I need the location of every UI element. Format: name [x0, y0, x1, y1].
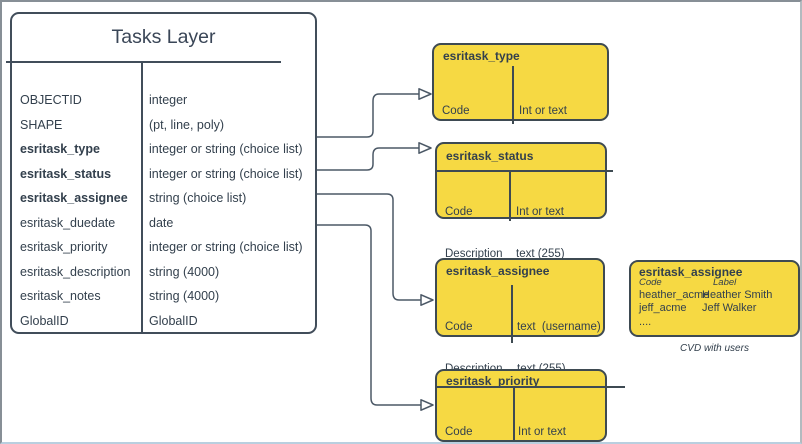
field-row: esritask_duedate date	[20, 211, 316, 236]
tasks-layer-title: Tasks Layer	[111, 26, 216, 48]
field-type: integer or string (choice list)	[149, 166, 303, 181]
field-row: esritask_priority integer or string (cho…	[20, 235, 316, 260]
choice-box-title: esritask_assignee	[446, 264, 550, 278]
cvd-colheader-label: Label	[713, 277, 737, 288]
choice-box-title: esritask_status	[446, 149, 534, 163]
choice-box-right-col: Int or text text (255)	[516, 177, 565, 289]
cvd-box-esritask-assignee: esritask_assignee Code Label heather_acm…	[629, 260, 800, 337]
field-row: esritask_description string (4000)	[20, 260, 316, 285]
cvd-label-value: Heather Smith	[702, 289, 773, 301]
column-divider-line	[141, 63, 143, 333]
choice-box-esritask-type: esritask_type Code Description Int or te…	[432, 43, 609, 159]
connector-assignee	[317, 193, 421, 301]
field-type: integer or string (choice list)	[149, 142, 303, 156]
field-type: integer or string (choice list)	[149, 240, 303, 254]
cvd-code-value: heather_acme	[639, 289, 710, 301]
field-type: string (4000)	[149, 289, 220, 303]
field-type: string (choice list)	[149, 191, 247, 205]
field-list: OBJECTID integer SHAPE (pt, line, poly) …	[20, 88, 316, 333]
choice-box-title: esritask_priority	[446, 374, 540, 388]
choice-right-line: text (username)	[517, 321, 601, 333]
connector-type	[317, 93, 419, 138]
field-name: OBJECTID	[20, 93, 82, 107]
choice-right-line: Int or text	[519, 105, 567, 117]
choice-box-title: esritask_type	[443, 49, 520, 63]
field-type: string (4000)	[149, 264, 220, 279]
arrowhead-priority	[420, 399, 434, 411]
connector-priority	[317, 224, 421, 406]
field-type: date	[149, 215, 174, 230]
choice-box-esritask-status: esritask_status Code Description Int or …	[435, 142, 613, 260]
choice-box-vdivider	[513, 387, 515, 442]
choice-box-vdivider	[511, 285, 513, 343]
choice-box-hdivider	[435, 170, 613, 172]
cvd-ellipsis: ....	[639, 316, 652, 328]
choice-box-left-col: Code Description	[445, 177, 503, 289]
field-row: GlobalID GlobalID	[20, 309, 316, 334]
field-name: esritask_notes	[20, 289, 101, 303]
field-type: (pt, line, poly)	[149, 117, 225, 132]
field-name: GlobalID	[20, 313, 69, 328]
field-row: esritask_type integer or string (choice …	[20, 137, 316, 162]
choice-box-esritask-assignee: esritask_assignee Code Description text …	[435, 258, 605, 375]
field-name: esritask_priority	[20, 240, 108, 254]
arrowhead-status	[418, 142, 432, 154]
choice-left-line: Code	[442, 105, 470, 117]
choice-box-esritask-priority: esritask_priority Code Description Int o…	[435, 369, 625, 442]
title-divider-line	[6, 61, 281, 63]
cvd-label-value: Jeff Walker	[702, 301, 757, 314]
choice-box-vdivider	[509, 171, 511, 221]
choice-left-line: Code	[445, 206, 473, 218]
field-row: esritask_assignee string (choice list)	[20, 186, 316, 211]
choice-left-line: Code	[445, 426, 473, 438]
choice-left-line: Code	[445, 321, 473, 333]
cvd-box-title: esritask_assignee	[639, 265, 743, 279]
cvd-colheader-code: Code	[639, 277, 662, 288]
choice-left-line: Description	[445, 248, 503, 260]
arrowhead-assignee	[420, 294, 434, 306]
choice-box-left-col: Code Description	[445, 397, 503, 442]
cvd-label-col: Heather Smith Jeff Walker	[702, 289, 772, 314]
field-type: GlobalID	[149, 313, 198, 328]
field-name: esritask_description	[20, 264, 131, 279]
cvd-code-col: heather_acme jeff_acme	[639, 289, 709, 314]
choice-right-line: text (255)	[516, 248, 565, 260]
cvd-caption: CVD with users	[680, 343, 749, 354]
choice-right-line: Int or text	[516, 206, 564, 218]
field-name: esritask_status	[20, 166, 112, 181]
tasks-layer-box	[10, 12, 317, 334]
field-name: esritask_assignee	[20, 191, 128, 205]
field-row: esritask_notes string (4000)	[20, 284, 316, 309]
field-row: SHAPE (pt, line, poly)	[20, 113, 316, 138]
field-name: SHAPE	[20, 117, 63, 132]
arrowhead-type	[418, 88, 432, 100]
field-name: esritask_duedate	[20, 215, 116, 230]
field-row: esritask_status integer or string (choic…	[20, 162, 316, 187]
field-type: integer	[149, 93, 188, 107]
field-row: OBJECTID integer	[20, 88, 316, 113]
cvd-code-value: jeff_acme	[639, 301, 687, 314]
choice-box-hdivider	[435, 386, 625, 388]
connector-status	[317, 147, 419, 171]
choice-box-right-col: Int or text text (255)	[518, 397, 567, 442]
choice-right-line: Int or text	[518, 426, 566, 438]
choice-box-vdivider	[512, 66, 514, 124]
field-name: esritask_type	[20, 142, 100, 156]
